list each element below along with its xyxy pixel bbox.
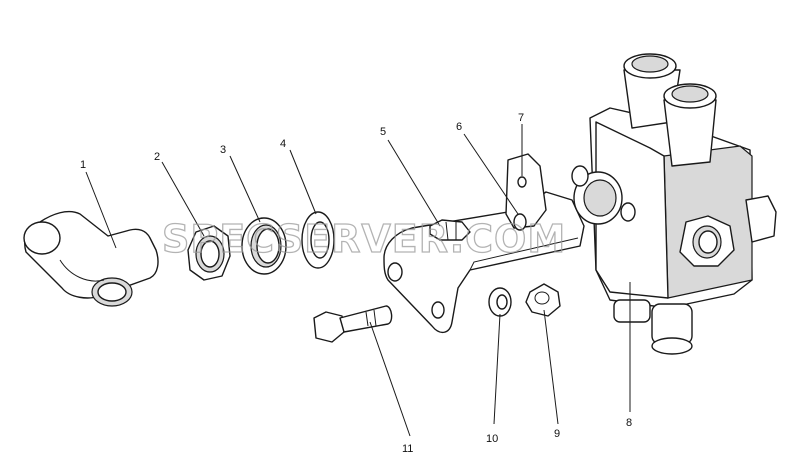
leader-6 [463, 133, 519, 215]
callout-1: 1 [80, 159, 86, 171]
callout-2: 2 [154, 151, 160, 163]
part-5-bracket [383, 191, 585, 333]
callout-6: 6 [456, 121, 462, 133]
part-2-hex-nut [187, 225, 231, 281]
callout-11: 11 [402, 443, 413, 455]
part-10-washer [488, 287, 512, 317]
part-8-valve-caps [623, 53, 717, 167]
part-4-washer [301, 211, 335, 269]
part-6-lug-plate [505, 153, 547, 231]
leader-9 [543, 309, 559, 425]
leader-11 [369, 321, 411, 437]
leader-lines [85, 124, 631, 437]
callout-5: 5 [380, 126, 386, 138]
part-3-ring [241, 217, 287, 275]
watermark-text: SPECSERVER.COM [162, 217, 566, 261]
part-8-valve-body [571, 107, 777, 355]
leader-5 [387, 139, 441, 227]
leader-4 [289, 149, 317, 215]
leader-1 [85, 171, 117, 249]
callout-3: 3 [220, 144, 226, 156]
callout-8: 8 [626, 417, 632, 429]
leader-2 [161, 161, 205, 237]
part-1-elbow-fitting [23, 210, 159, 307]
callout-4: 4 [280, 138, 286, 150]
part-11-bolt [313, 305, 393, 343]
leader-10 [493, 313, 501, 425]
callout-9: 9 [554, 428, 560, 440]
leader-3 [229, 155, 261, 223]
callout-labels: 1 2 3 4 5 6 7 8 9 10 11 [80, 112, 632, 455]
callout-10: 10 [486, 433, 498, 445]
part-9-nut [525, 283, 561, 317]
callout-7: 7 [518, 112, 524, 124]
